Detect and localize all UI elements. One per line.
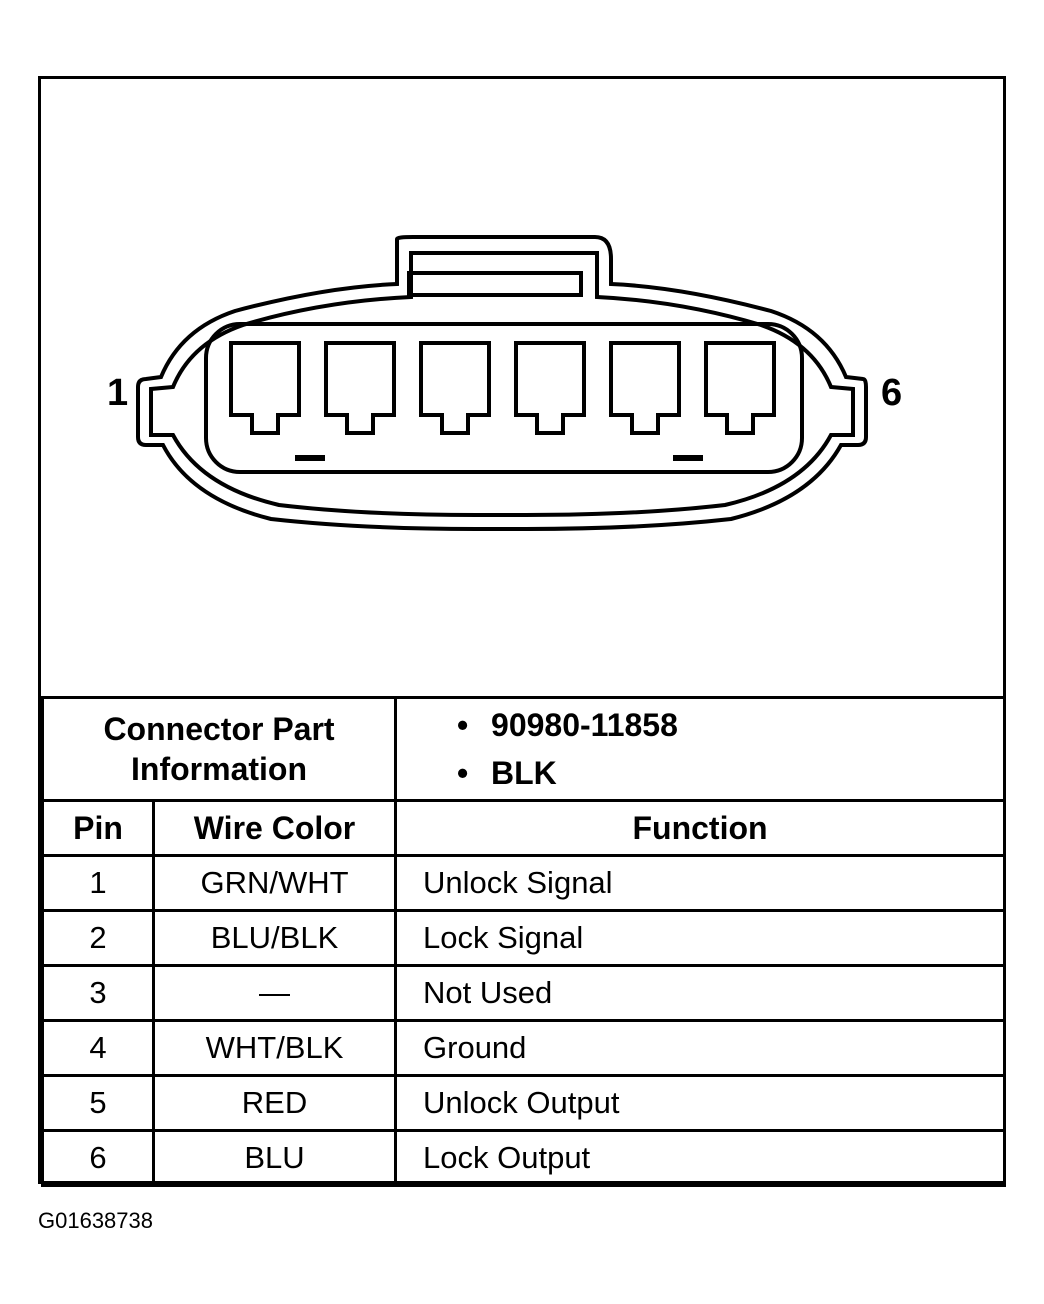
connector-cavity-surround [204, 322, 804, 474]
pin-6-label: 6 [881, 372, 903, 414]
part-info-label-line1: Connector Part [103, 711, 335, 747]
row-function: Not Used [394, 964, 1007, 1022]
table-header-row: Pin Wire Color Function [41, 799, 1007, 857]
row-function: Lock Signal [394, 909, 1007, 967]
cavity-2 [324, 341, 396, 435]
cavity-5 [609, 341, 681, 435]
table-row: 4 WHT/BLK Ground [41, 1019, 1007, 1077]
cavity-6 [704, 341, 776, 435]
row-pin: 1 [41, 854, 155, 912]
figure-code: G01638738 [38, 1208, 153, 1233]
row-pin: 2 [41, 909, 155, 967]
cavity-1 [229, 341, 301, 435]
row-wire-color: BLU [151, 1129, 398, 1187]
table-row: 5 RED Unlock Output [41, 1074, 1007, 1132]
part-color: BLK [457, 749, 1003, 797]
row-wire-color: BLU/BLK [151, 909, 398, 967]
cavity-5-key-mark [673, 455, 703, 461]
row-pin: 4 [41, 1019, 155, 1077]
row-pin: 3 [41, 964, 155, 1022]
header-wire-color: Wire Color [151, 799, 398, 857]
part-info-label-line2: Information [131, 751, 307, 787]
connector-info-table: Connector Part Information 90980-11858 B… [40, 696, 1007, 1187]
cavity-2-key-mark [295, 455, 325, 461]
cavity-4 [514, 341, 586, 435]
row-pin: 5 [41, 1074, 155, 1132]
row-pin: 6 [41, 1129, 155, 1187]
row-wire-color: WHT/BLK [151, 1019, 398, 1077]
connector-diagram: 1 6 [41, 79, 1003, 699]
connector-housing-inner [149, 251, 855, 517]
table-row: 1 GRN/WHT Unlock Signal [41, 854, 1007, 912]
connector-figure-frame: 1 6 Connector Part Information 90980-118… [38, 76, 1007, 1187]
row-function: Lock Output [394, 1129, 1007, 1187]
row-wire-color: — [151, 964, 398, 1022]
connector-face-drawing [136, 235, 868, 531]
header-pin: Pin [41, 799, 155, 857]
row-function: Unlock Signal [394, 854, 1007, 912]
row-wire-color: RED [151, 1074, 398, 1132]
connector-housing-outer [136, 235, 868, 531]
connector-latch-slot [407, 271, 583, 297]
header-function: Function [394, 799, 1007, 857]
row-function: Unlock Output [394, 1074, 1007, 1132]
part-info-row: Connector Part Information 90980-11858 B… [40, 696, 1007, 802]
part-info-label: Connector Part Information [40, 696, 398, 802]
pin-1-label: 1 [107, 372, 129, 414]
table-row: 2 BLU/BLK Lock Signal [41, 909, 1007, 967]
row-function: Ground [394, 1019, 1007, 1077]
table-row: 6 BLU Lock Output [41, 1129, 1007, 1187]
table-row: 3 — Not Used [41, 964, 1007, 1022]
part-info-values: 90980-11858 BLK [394, 696, 1007, 802]
row-wire-color: GRN/WHT [151, 854, 398, 912]
part-number: 90980-11858 [457, 701, 1003, 749]
cavity-3 [419, 341, 491, 435]
